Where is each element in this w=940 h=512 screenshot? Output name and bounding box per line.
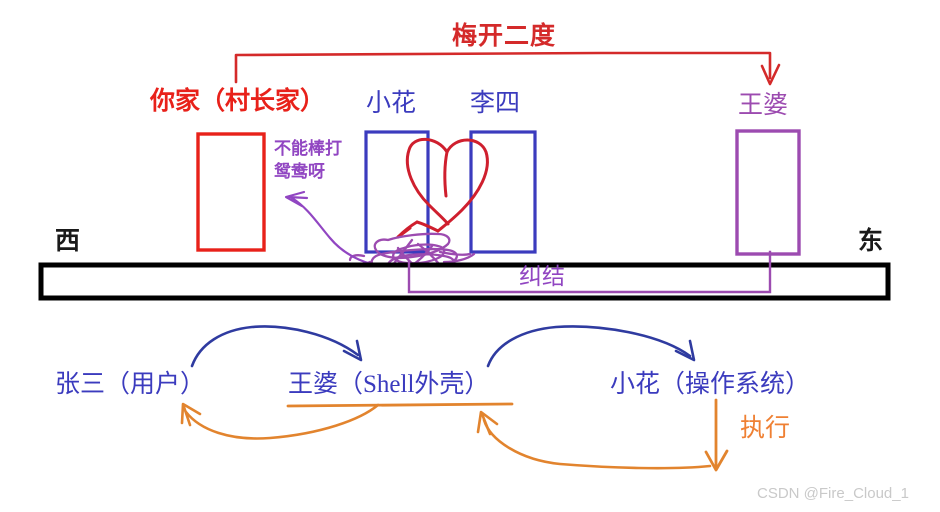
house-label-wangpo: 王婆 [738,92,789,119]
house-label-xiaohua: 小花 [366,90,417,117]
heart-icon [396,137,489,239]
jiujie-connector [407,250,772,294]
note-bangda-line2: 鸳鸯呀 [274,161,325,181]
purple-scribble [348,232,476,281]
compass-label-east: 东 [858,228,884,255]
house-box-wangpo [735,129,801,256]
flow-label-execute: 执行 [740,415,791,442]
flow-node-os: 小花（操作系统） [610,371,811,398]
flow-arrow-os-to-shell [476,410,712,470]
flow-node-user: 张三（用户） [55,371,206,398]
note-bangda-line1: 不能棒打 [274,139,342,158]
flow-arrow-shell-to-os [486,325,696,368]
red-bracket-arrow [234,51,781,86]
compass-label-west: 西 [55,228,81,255]
execute-arrow [704,398,729,472]
house-label-nijia: 你家（村长家） [150,88,326,115]
house-box-lisi [469,130,537,254]
flow-node-shell: 王婆（Shell外壳） [288,371,490,398]
note-bangda-yuanyang: 不能棒打 鸳鸯呀 [274,138,342,184]
house-label-lisi: 李四 [470,90,521,117]
annotation-jiujie: 纠结 [519,264,565,289]
road-rectangle [38,262,891,301]
flow-arrow-user-to-shell [190,325,363,368]
house-box-xiaohua [364,130,430,254]
watermark: CSDN @Fire_Cloud_1 [757,485,909,502]
purple-curved-arrow [284,190,397,268]
flow-arrow-shell-to-user [180,402,514,440]
house-box-nijia [196,132,266,252]
title-meikai-erdu: 梅开二度 [452,23,557,50]
